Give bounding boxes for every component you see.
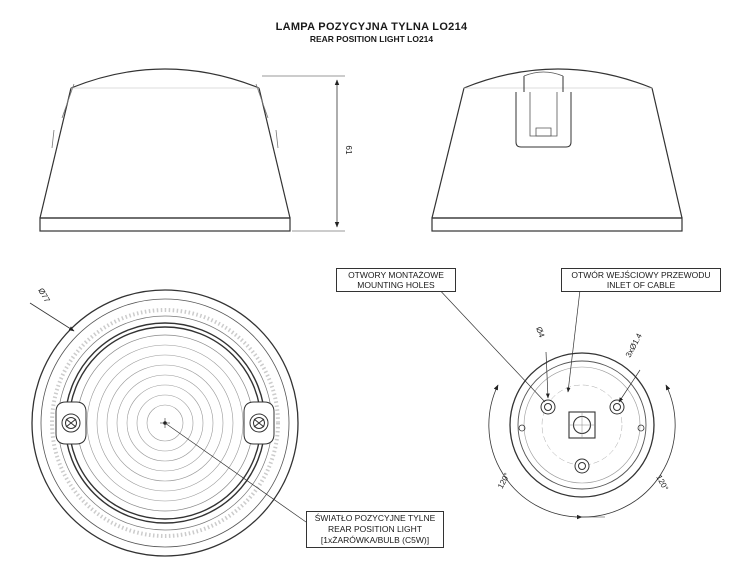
cable-inlet-callout-en: INLET OF CABLE <box>606 280 676 290</box>
height-dimension <box>262 75 345 232</box>
diameter-label: Ø77 <box>36 287 52 305</box>
cable-diameter-leader <box>618 369 641 403</box>
cable-inlet-housing <box>515 71 572 148</box>
cable-diameter-label: 3xØ1.4 <box>624 331 644 358</box>
screw-right <box>243 401 275 445</box>
mounting-hole-top-left <box>540 399 556 415</box>
mounting-hole-bottom <box>574 458 590 474</box>
hole-diameter-label: Ø4 <box>534 326 546 340</box>
light-callout-en: REAR POSITION LIGHT <box>328 524 422 534</box>
mounting-holes-callout: OTWORY MONTAŻOWE MOUNTING HOLES <box>336 268 456 292</box>
drawing-title: LAMPA POZYCYJNA TYLNA LO214 REAR POSITIO… <box>0 22 743 44</box>
cable-inlet-callout: OTWÓR WEJŚCIOWY PRZEWODU INLET OF CABLE <box>561 268 721 292</box>
mounting-hole-top-right <box>609 399 625 415</box>
light-callout-bulb: [1xŻARÓWKA/BULB (C5W)] <box>320 535 430 545</box>
mounting-holes-leader <box>434 284 546 403</box>
mounting-holes-callout-pl: OTWORY MONTAŻOWE <box>348 270 444 280</box>
mounting-holes-callout-en: MOUNTING HOLES <box>357 280 435 290</box>
title-polish: LAMPA POZYCYJNA TYLNA LO214 <box>275 21 468 33</box>
light-callout-pl: ŚWIATŁO POZYCYJNE TYLNE <box>314 513 436 523</box>
side-view-right <box>431 68 683 232</box>
side-mark-left <box>518 424 526 432</box>
diameter-leader <box>29 302 75 332</box>
screw-left <box>55 401 87 445</box>
light-callout: ŚWIATŁO POZYCYJNE TYLNE REAR POSITION LI… <box>306 511 444 548</box>
angle-right-label: 120° <box>654 473 670 492</box>
title-english: REAR POSITION LIGHT LO214 <box>309 34 434 44</box>
side-view-left <box>39 68 291 232</box>
hole-diameter-leader <box>545 351 550 399</box>
cable-inlet-callout-pl: OTWÓR WEJŚCIOWY PRZEWODU <box>571 270 711 280</box>
side-mark-right <box>637 424 645 432</box>
angle-left-label: 120° <box>496 471 512 490</box>
cable-inlet-leader <box>566 289 581 393</box>
angle-arcs <box>488 384 676 520</box>
cable-inlet-square <box>568 411 596 439</box>
height-dimension-label: 61 <box>344 146 353 155</box>
light-callout-leader <box>164 422 307 523</box>
